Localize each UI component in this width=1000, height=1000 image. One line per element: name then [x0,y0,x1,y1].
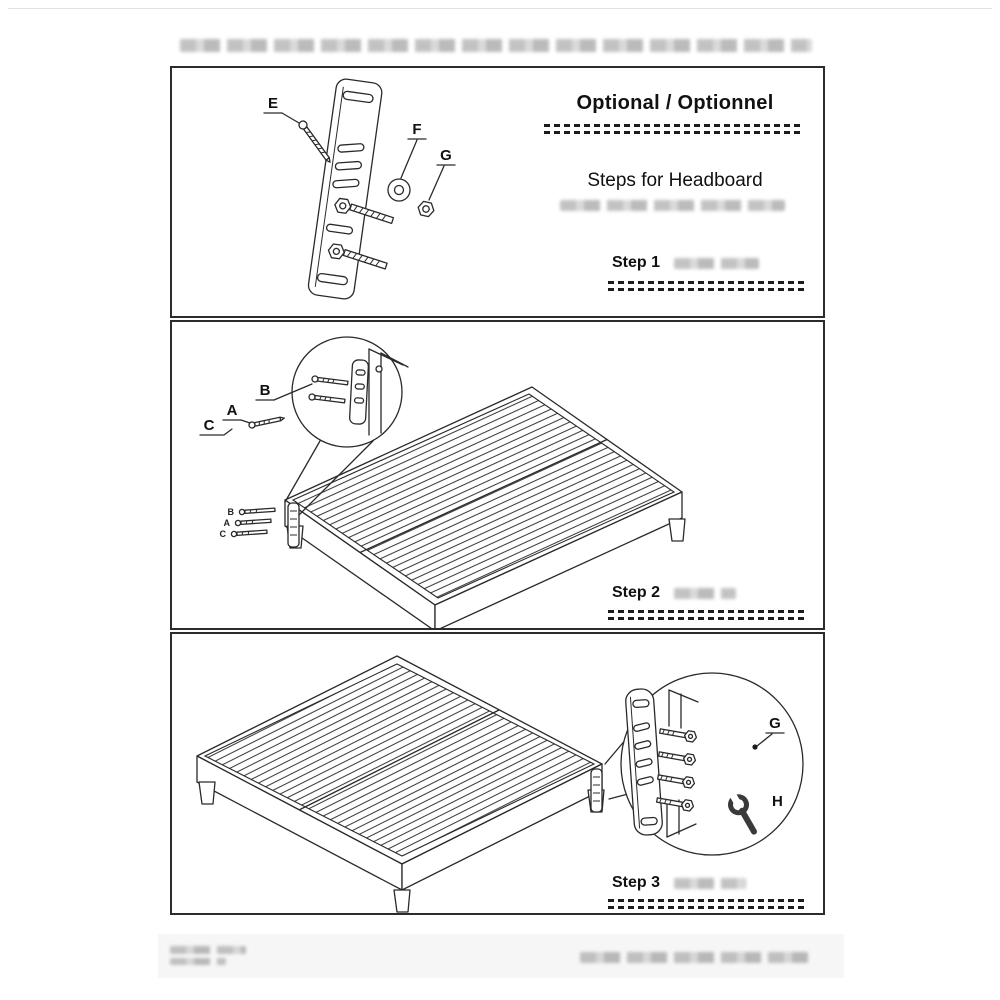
g-marker-dot [752,744,758,750]
label-f: F [412,121,421,138]
bed-frame [196,655,605,913]
bracket-plate [625,688,663,836]
screw-e [298,120,331,163]
step-3-label: Step 3 [612,874,661,891]
label-c: C [204,417,215,434]
tiny-label-b: B [228,507,235,517]
bracket-detail [348,359,370,425]
dashed-rule [608,899,804,902]
bracket-hardware-diagram: E F G [263,78,456,300]
panel-step3: G H Step 3 [170,632,825,915]
label-e: E [268,95,278,112]
corner-bracket [287,502,300,548]
bed-assembly-diagram-step3: G H [196,655,804,913]
threaded-stud [334,197,395,225]
tiny-label-c: C [220,529,227,539]
label-a: A [227,402,238,419]
footer-ghost-right [580,952,812,963]
dashed-rule [608,281,804,284]
threaded-stud [327,243,388,270]
footer-ghost-left [170,946,246,954]
label-h: H [772,793,783,810]
detail-screw [308,393,346,404]
step-2-label: Step 2 [612,584,661,601]
dashed-rule [608,288,804,291]
hex-bolt [655,797,695,812]
label-b: B [260,382,271,399]
label-g: G [769,715,781,732]
corner-bracket [590,768,603,813]
dashed-rule [608,617,804,620]
bed-frame [284,386,686,628]
top-watermark-text [180,39,812,52]
top-border-line [8,8,992,9]
panel-step2: B A C [170,320,825,630]
detail-screw [311,375,349,386]
steps-subtitle: Steps for Headboard [587,170,763,191]
hex-bolt [657,751,697,766]
dashed-rule [608,906,804,909]
dashed-rule [544,124,804,127]
corner-screws: B A C [220,507,276,539]
label-g: G [440,147,452,164]
nut-g [417,200,435,218]
magnifier: G H [604,672,804,856]
ghost-text [674,878,746,889]
optional-title: Optional / Optionnel [576,92,774,114]
ghost-text [560,200,785,211]
hex-bolt [658,728,698,743]
washer-f [387,178,411,202]
screw-a [248,416,285,429]
footer-ghost-left [170,958,226,965]
dashed-rule [608,610,804,613]
tiny-label-a: A [224,518,231,528]
bed-assembly-diagram-step2: B A C [199,336,686,628]
hex-bolt [656,774,696,789]
ghost-text [674,588,736,599]
wrench-icon [728,790,757,835]
headboard-bracket [307,78,395,300]
ghost-text [674,258,759,269]
step-1-label: Step 1 [612,254,661,271]
dashed-rule [544,131,804,134]
magnifier [284,336,409,516]
panel-step1: E F G Optional / Optionnel Steps for Hea… [170,66,825,318]
